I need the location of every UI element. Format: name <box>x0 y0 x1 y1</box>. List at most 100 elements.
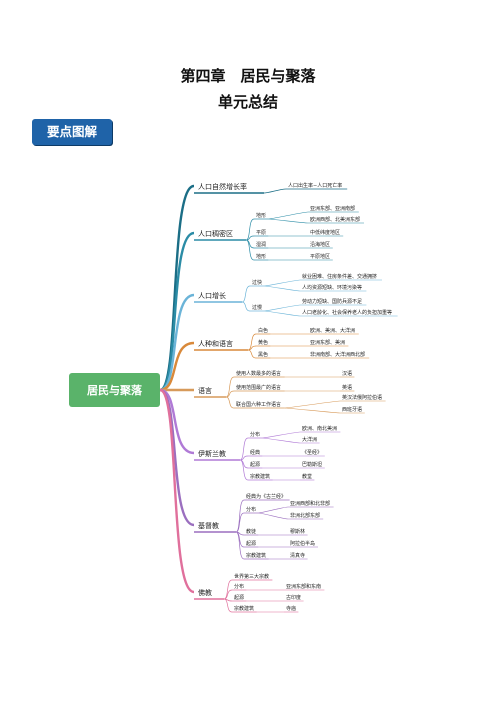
item-label: 过慢 <box>252 304 262 311</box>
category-box <box>194 288 242 302</box>
sub-label: 人口老龄化、社会保养老人的负担加重等 <box>302 309 392 316</box>
item-label: 起源 <box>246 540 256 547</box>
category-box <box>194 336 248 350</box>
sub-connector <box>268 211 309 220</box>
sub-label: 人均资源短缺、环境污染等 <box>302 284 362 291</box>
sub-label: 西班牙语 <box>342 406 362 413</box>
item-connector <box>223 598 233 613</box>
item-connector <box>235 499 245 533</box>
category-box <box>194 585 224 599</box>
item-connector <box>223 589 233 600</box>
item-connector <box>235 512 245 533</box>
sub-label: 劳动力短缺、国防兵源不足 <box>302 298 362 305</box>
category-node: 基督教 <box>194 518 236 533</box>
category-node: 伊斯兰教 <box>194 446 240 461</box>
item-label: 分布 <box>234 583 244 590</box>
category-box <box>194 383 226 397</box>
sub-label: 平原地区 <box>310 253 330 260</box>
sub-label: 巴勒斯坦 <box>302 461 322 468</box>
item-label: 人口出生率−人口死亡率 <box>288 182 342 189</box>
category-label: 人口自然增长率 <box>198 182 247 191</box>
item-label: 地形 <box>256 212 266 219</box>
item-label: 地形 <box>256 253 266 260</box>
branch-connector <box>159 293 195 392</box>
category-node: 人口稠密区 <box>194 226 246 241</box>
item-label: 世界第三大宗教 <box>234 573 269 580</box>
sub-label: 欧洲、美洲、大洋洲 <box>310 327 355 334</box>
item-connector <box>247 349 257 359</box>
item-label: 联合国六种工作语言 <box>236 401 281 408</box>
page-subtitle: 单元总结 <box>217 93 278 111</box>
sub-label: 穆斯林 <box>290 528 305 535</box>
item-connector <box>235 531 245 560</box>
item-connector <box>263 188 287 194</box>
item-label: 平原 <box>256 230 266 236</box>
sub-label: 亚洲东部、亚洲南部 <box>310 205 355 212</box>
sub-label: 英汉法俄阿拉伯语 <box>342 394 382 401</box>
item-label: 宗教建筑 <box>246 552 266 559</box>
item-connector <box>223 579 233 600</box>
category-box <box>194 179 264 193</box>
key-points-badge: 要点图解 <box>32 119 112 145</box>
branch-connector <box>159 231 195 392</box>
item-label: 宗教建筑 <box>234 605 254 612</box>
sub-connector <box>284 407 341 414</box>
sub-label: 就业困难、住房条件差、交通拥挤 <box>302 273 377 280</box>
sub-connector <box>284 400 341 409</box>
category-node: 人口自然增长率 <box>194 179 264 194</box>
item-label: 分布 <box>246 506 256 513</box>
sub-label: 非洲北部东部 <box>290 512 320 519</box>
item-label: 使用人数最多的语言 <box>236 370 281 377</box>
sub-connector <box>264 285 301 292</box>
sub-label: 亚洲西部和北非部 <box>290 500 330 507</box>
sub-connector <box>264 279 301 287</box>
item-label: 白色 <box>258 327 268 334</box>
item-label: 教徒 <box>246 528 256 535</box>
page-title: 第四章 居民与聚落 <box>180 67 316 85</box>
item-connector <box>225 390 235 398</box>
category-box <box>194 446 240 460</box>
sub-label: 欧洲、南北美洲 <box>302 425 337 432</box>
sub-connector <box>264 304 301 312</box>
category-box <box>194 226 246 240</box>
sub-label: 《圣经》 <box>302 449 322 456</box>
branch-connector <box>159 341 195 392</box>
category-label: 人口增长 <box>198 291 226 300</box>
sub-connector <box>268 218 309 224</box>
root-label: 居民与聚落 <box>87 383 143 397</box>
sub-label: 亚洲东部和东南 <box>286 583 321 590</box>
sub-connector <box>258 512 289 520</box>
branch-connector <box>159 388 195 594</box>
sub-label: 亚洲东部、美洲 <box>310 339 345 346</box>
item-connector <box>241 301 251 312</box>
item-label: 起源 <box>250 461 260 468</box>
item-label: 宗教建筑 <box>250 473 270 480</box>
sub-label: 寺庙 <box>286 605 296 612</box>
category-label: 伊斯兰教 <box>198 449 226 458</box>
item-label: 过快 <box>252 279 262 286</box>
sub-label: 大洋洲 <box>302 436 317 443</box>
sub-label: 英语 <box>342 384 352 391</box>
category-node: 语言 <box>194 383 226 398</box>
category-label: 佛教 <box>198 588 212 597</box>
sub-connector <box>258 506 289 514</box>
item-label: 经典 <box>250 449 260 456</box>
sub-connector <box>262 431 301 439</box>
item-connector <box>225 396 235 409</box>
sub-label: 欧洲西部、北美洲东部 <box>310 216 360 223</box>
category-label: 基督教 <box>198 521 219 530</box>
sub-label: 非洲南部、大洋洲西北部 <box>310 351 365 358</box>
category-label: 人口稠密区 <box>198 229 233 238</box>
sub-label: 古印度 <box>286 594 301 601</box>
category-node: 佛教 <box>194 585 224 600</box>
item-label: 黄色 <box>258 339 268 346</box>
item-connector <box>241 285 251 303</box>
item-label: 分布 <box>250 431 260 438</box>
sub-label: 清真寺 <box>290 552 305 559</box>
sub-label: 汉语 <box>342 370 352 377</box>
item-connector <box>225 376 235 398</box>
category-label: 语言 <box>198 386 212 395</box>
sub-label: 教堂 <box>302 473 312 480</box>
category-box <box>194 518 236 532</box>
